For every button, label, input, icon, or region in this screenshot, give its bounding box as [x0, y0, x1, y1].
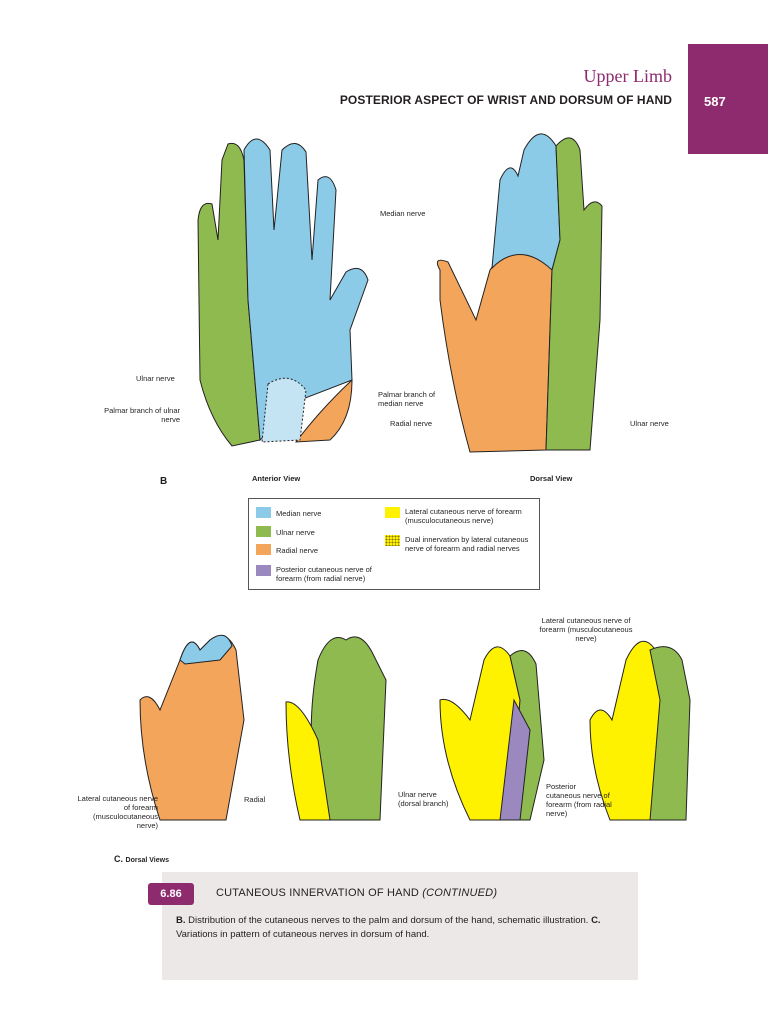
label-c-posterior-cutaneous: Posterior cutaneous nerve of forearm (fr… — [546, 782, 612, 818]
label-anterior-view: Anterior View — [252, 474, 301, 483]
dorsal-variation-1-median — [179, 634, 233, 665]
legend-swatch-lateral-cutaneous — [385, 507, 400, 518]
panel-label-c-letter: C. — [114, 854, 123, 864]
label-palmar-branch-median: Palmar branch of median nerve — [378, 390, 436, 408]
label-ulnar-nerve-left: Ulnar nerve — [136, 374, 175, 383]
label-radial-nerve: Radial nerve — [390, 419, 433, 428]
legend-label: Ulnar nerve — [276, 528, 315, 537]
label-palmar-branch-ulnar: Palmar branch of ulnar nerve — [104, 406, 180, 424]
page-number: 587 — [704, 94, 726, 109]
dorsal-variation-3-posterior — [499, 698, 531, 821]
running-title: POSTERIOR ASPECT OF WRIST AND DORSUM OF … — [339, 93, 672, 107]
label-c-lateral-cutaneous-1: Lateral cutaneous nerve of forearm (musc… — [77, 794, 158, 830]
caption-title: CUTANEOUS INNERVATION OF HAND (CONTINUED… — [216, 887, 497, 899]
dorsal-variation-4-ulnar — [649, 646, 691, 821]
figure-caption-box — [162, 872, 638, 980]
legend-swatch-posterior-cutaneous — [256, 565, 271, 576]
caption-title-text: CUTANEOUS INNERVATION OF HAND — [216, 887, 419, 899]
anterior-palmar-median — [261, 377, 307, 443]
caption-text: B. Distribution of the cutaneous nerves … — [176, 914, 626, 942]
page-number-tab: 587 — [688, 44, 768, 154]
legend-label: Posterior cutaneous nerve of forearm (fr… — [276, 565, 372, 583]
anterior-ulnar-region — [197, 142, 261, 447]
anterior-median-region — [243, 138, 369, 442]
dorsal-median-region — [491, 133, 561, 271]
legend-label: Lateral cutaneous nerve of forearm (musc… — [405, 507, 522, 525]
figure-number-badge: 6.86 — [148, 883, 194, 905]
dorsal-hand — [436, 133, 603, 453]
anterior-hand — [197, 138, 369, 447]
dorsal-variation-2-lateral — [285, 701, 331, 821]
panel-label-b: B — [160, 476, 168, 487]
dorsal-variation-4 — [589, 640, 667, 821]
dorsal-ulnar-region — [545, 137, 603, 451]
legend-swatch-ulnar — [256, 526, 271, 537]
label-ulnar-nerve-right: Ulnar nerve — [630, 419, 669, 428]
caption-c-marker: C. — [591, 915, 601, 926]
caption-b-text: Distribution of the cutaneous nerves to … — [188, 915, 589, 926]
label-median-nerve: Median nerve — [380, 209, 426, 218]
dorsal-variation-3 — [439, 646, 521, 821]
label-c-radial: Radial — [244, 795, 266, 804]
legend-swatch-median — [256, 507, 271, 518]
panel-label-c-title: Dorsal Views — [125, 857, 169, 864]
panel-label-c: C. Dorsal Views — [114, 854, 169, 864]
legend-swatch-dual-innervation — [385, 535, 400, 546]
legend-swatch-radial — [256, 544, 271, 555]
label-c-lateral-cutaneous-4: Lateral cutaneous nerve of forearm (musc… — [539, 616, 633, 643]
label-c-ulnar-dorsal: Ulnar nerve (dorsal branch) — [398, 790, 449, 808]
legend-label: Median nerve — [276, 509, 322, 518]
legend: Median nerve Ulnar nerve Radial nerve Po… — [248, 498, 540, 590]
anterior-radial-region — [294, 378, 353, 443]
section-title: Upper Limb — [583, 66, 672, 86]
caption-b-marker: B. — [176, 915, 186, 926]
caption-c-text: Variations in pattern of cutaneous nerve… — [176, 929, 430, 940]
caption-title-suffix: (CONTINUED) — [422, 887, 498, 899]
label-dorsal-view: Dorsal View — [530, 474, 573, 483]
legend-label: Radial nerve — [276, 546, 319, 555]
legend-label: Dual innervation by lateral cutaneous ne… — [405, 535, 529, 553]
